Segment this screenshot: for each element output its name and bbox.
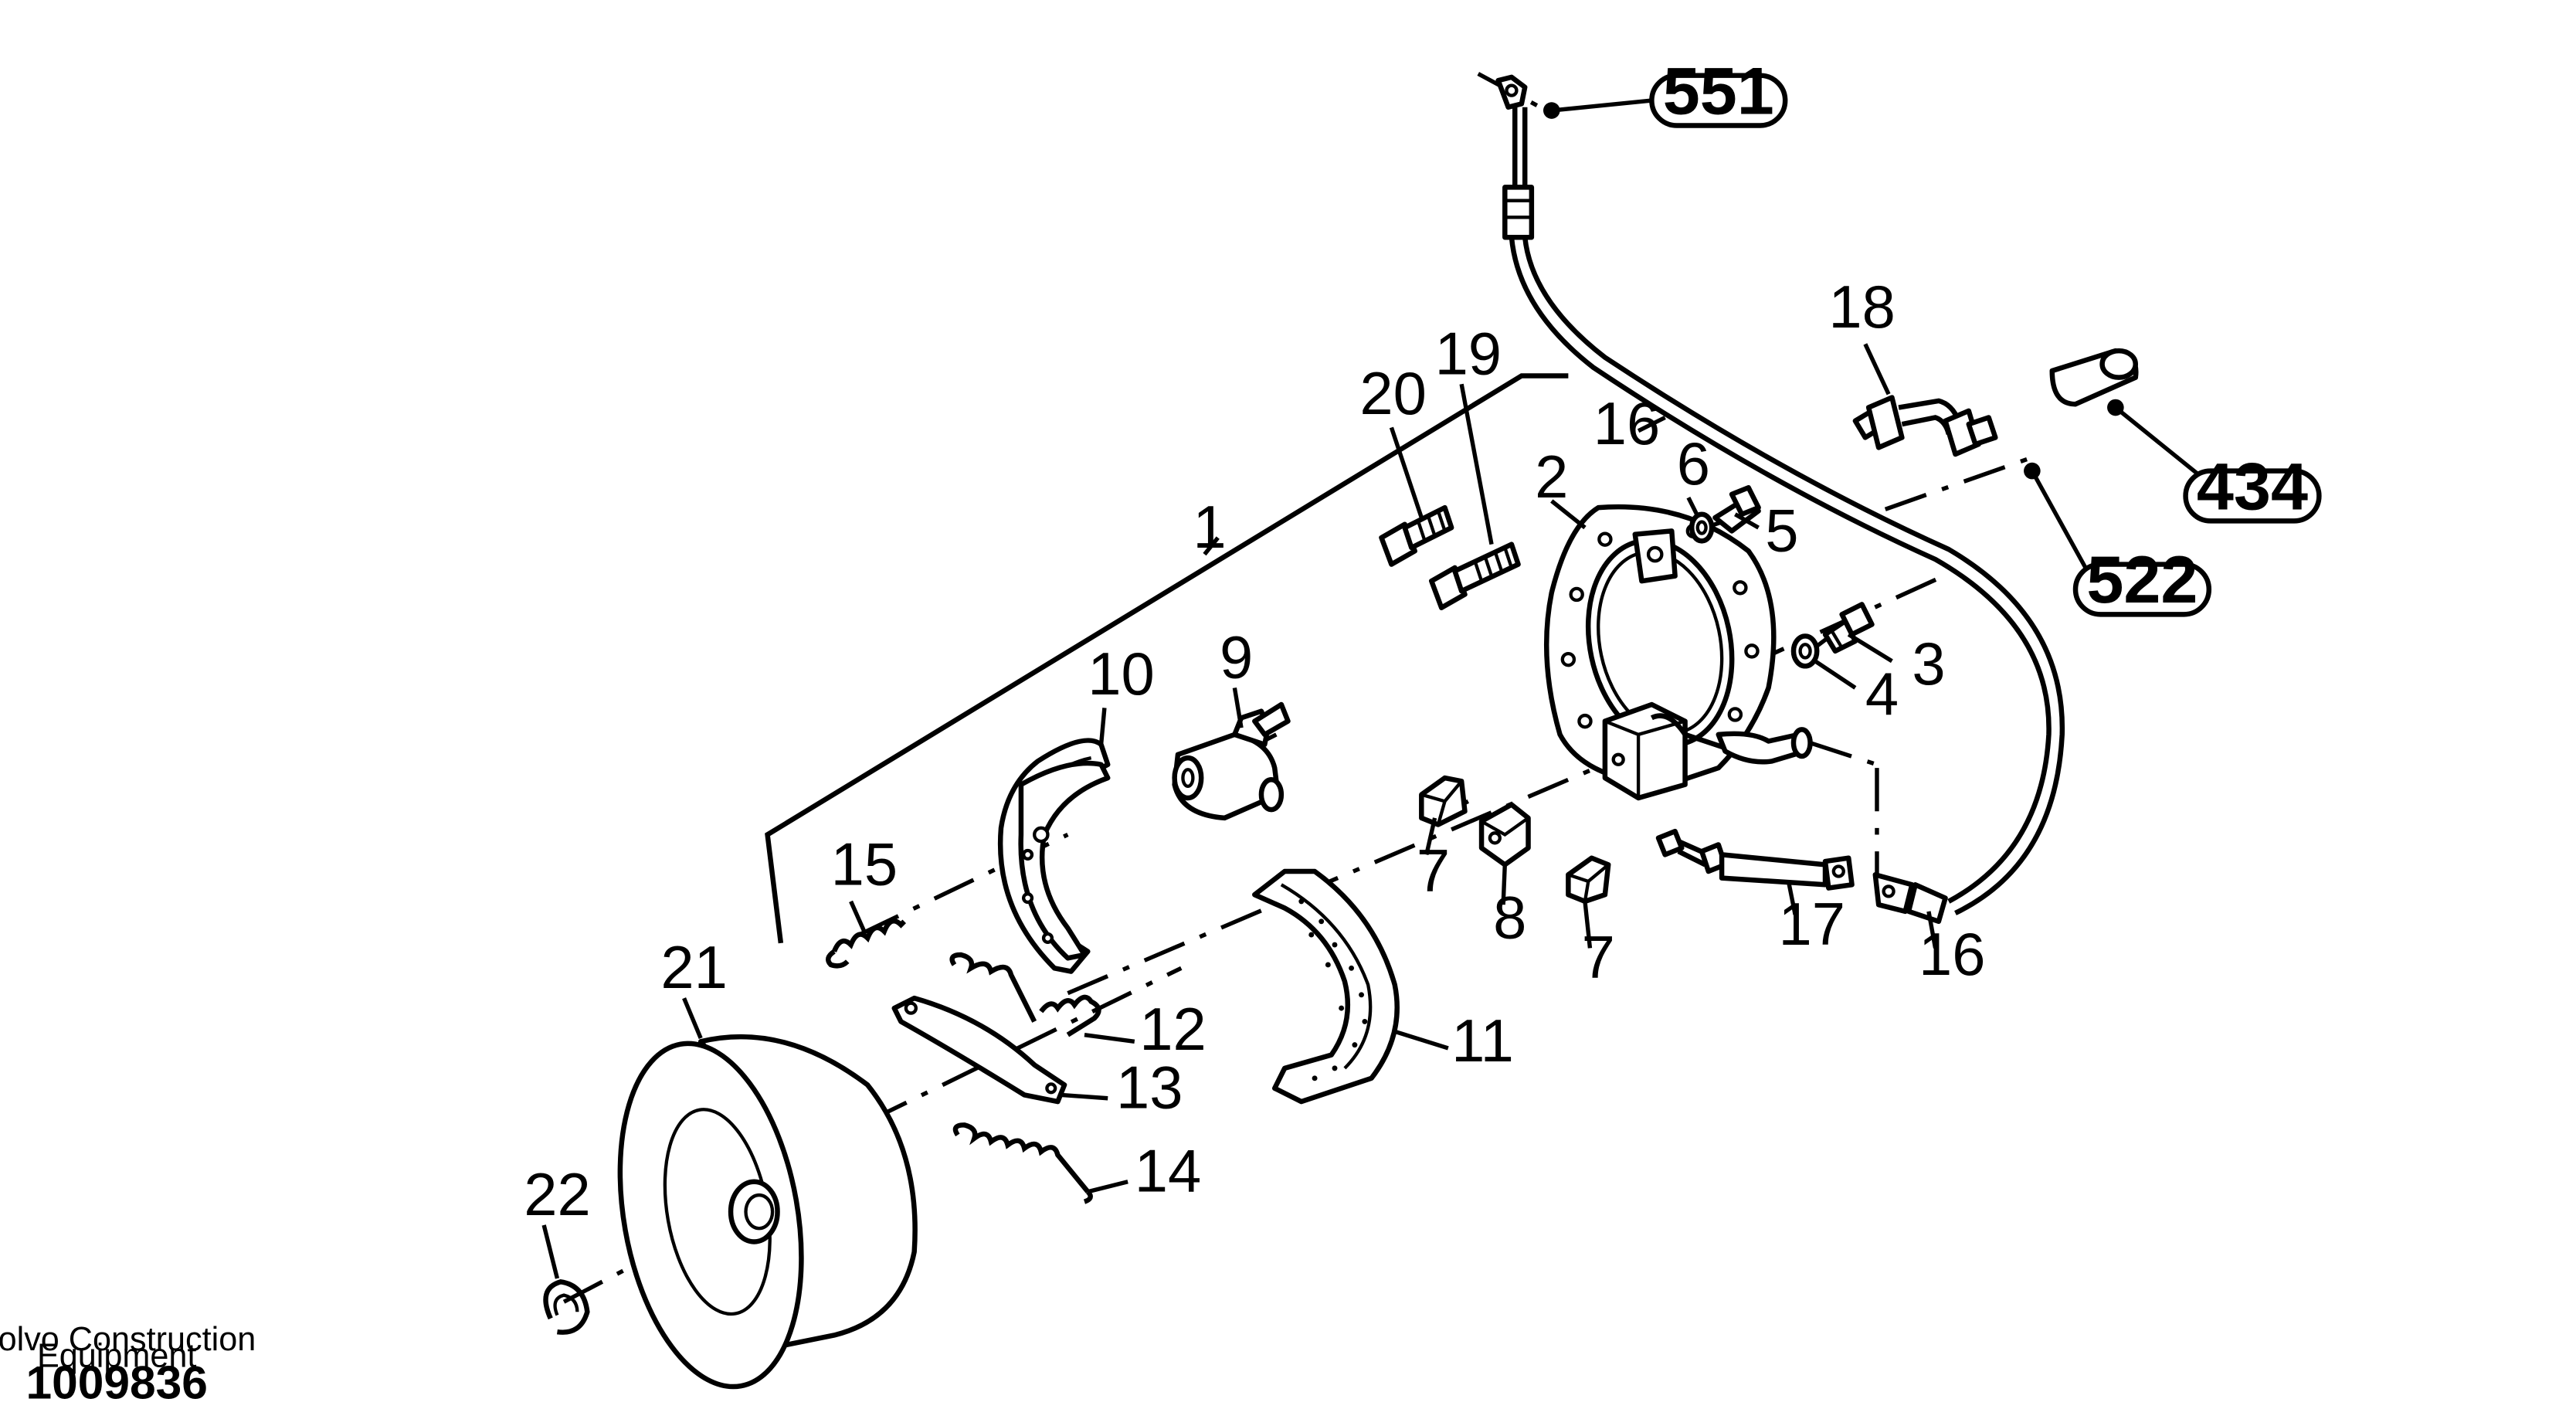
item-label-15: 15: [831, 831, 898, 898]
axis-plate: [1667, 574, 1945, 704]
circlip-22: [543, 1279, 590, 1335]
ref-522-outline: [2072, 562, 2212, 617]
wheel-cylinder: [1172, 701, 1291, 821]
ref-dot-551: [1543, 102, 1560, 119]
item-label-7-lower: 7: [1582, 925, 1615, 991]
item-label-14: 14: [1135, 1139, 1201, 1205]
ref-dot-434: [2107, 399, 2124, 416]
adjuster-7-upper: [1419, 775, 1468, 827]
axis-drum-upper: [866, 966, 1183, 1124]
item-label-7-upper: 7: [1417, 838, 1450, 905]
item-label-11: 11: [1451, 1008, 1514, 1075]
backing-plate: [1543, 504, 1813, 801]
item-label-9: 9: [1220, 624, 1253, 691]
lever-13: [891, 995, 1067, 1105]
item-label-21: 21: [660, 935, 727, 1001]
brake-shoe-11: [1252, 868, 1400, 1105]
spring-12: [949, 952, 1101, 1037]
document-number: 1009836: [25, 1356, 207, 1409]
brake-hose-17: [1655, 828, 1855, 891]
ref-551[interactable]: 551: [1649, 54, 1788, 128]
brake-drum: [617, 1034, 918, 1390]
spring-14: [952, 1122, 1093, 1204]
assembly-bracket: [765, 373, 1569, 944]
ref-522[interactable]: 522: [2072, 543, 2212, 617]
item-label-10: 10: [1088, 641, 1154, 708]
spring-15: [825, 918, 906, 969]
ref-551-outline: [1649, 73, 1788, 128]
item-label-22: 22: [524, 1162, 590, 1228]
reference-dots: [1543, 102, 2124, 480]
adjuster-7-lower: [1566, 855, 1611, 905]
item-label-1: 1: [1193, 494, 1226, 561]
brake-shoe-10: [997, 738, 1111, 974]
bolt-19: [1429, 542, 1521, 610]
item-label-16-lower: 16: [1919, 922, 1985, 988]
item-labels: 1 2 3 4 5 6 7 8 7 9 10 11 12 13 14 15 16…: [524, 274, 1985, 1228]
item-label-2: 2: [1535, 444, 1568, 511]
ref-551-label: 551: [1663, 54, 1774, 128]
item-label-16-upper: 16: [1593, 391, 1660, 457]
ref-522-label: 522: [2086, 543, 2198, 617]
item-label-13: 13: [1116, 1055, 1183, 1122]
adjuster-8: [1478, 802, 1531, 867]
item-label-5: 5: [1765, 497, 1798, 564]
brake-cable: [1495, 74, 2065, 925]
bolt-3: [1822, 602, 1875, 654]
cable-ferrule: [1906, 882, 1948, 925]
ref-434[interactable]: 434: [2183, 450, 2322, 524]
washer-4: [1790, 633, 1820, 669]
item-label-20: 20: [1359, 361, 1426, 427]
cable-nut: [1502, 185, 1535, 240]
maker-line-2: Equipment: [37, 1338, 196, 1375]
footer: Volvo Construction Equipment 1009836: [0, 1321, 256, 1409]
item-label-18: 18: [1828, 274, 1895, 341]
lining-rivets: [1298, 898, 1368, 1081]
axis-main: [1067, 749, 1636, 996]
item-label-17: 17: [1779, 891, 1845, 958]
item-label-19: 19: [1435, 321, 1502, 387]
ref-434-outline: [2183, 468, 2322, 524]
dust-cap: [2049, 348, 2139, 407]
washer-6: [1688, 511, 1715, 544]
ref-dot-522: [2024, 462, 2041, 480]
brake-line-fitting-18: [1852, 395, 1998, 457]
item-label-12: 12: [1139, 996, 1206, 1063]
axis-17: [1809, 741, 1878, 767]
maker-line-1: Volvo Construction: [0, 1321, 256, 1358]
item-label-3: 3: [1912, 631, 1945, 698]
bolt-20: [1379, 504, 1454, 567]
ref-434-label: 434: [2197, 450, 2308, 524]
item-label-6: 6: [1677, 431, 1710, 497]
axis-fitting: [1884, 457, 2028, 511]
leader-lines: [541, 98, 2204, 1279]
item-label-4: 4: [1865, 661, 1899, 728]
item-label-8: 8: [1493, 884, 1526, 951]
